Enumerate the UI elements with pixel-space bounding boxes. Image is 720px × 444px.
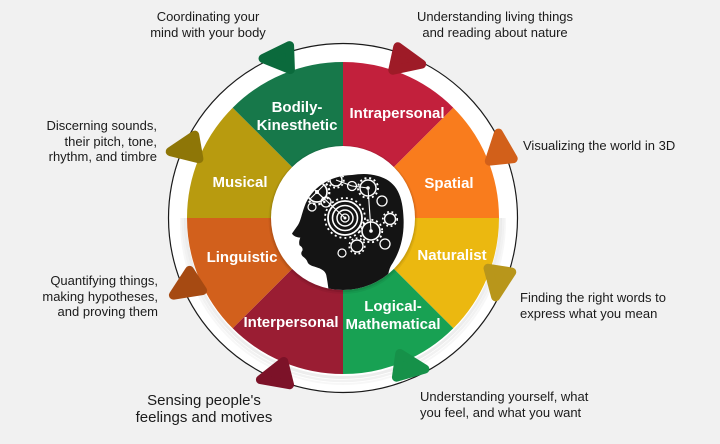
annotation-right: Visualizing the world in 3D: [523, 138, 676, 153]
wheel-segment-naturalist: [392, 218, 499, 329]
segment-label-logical-line2: Mathematical: [345, 316, 440, 333]
arrow-icon-musical: [165, 130, 204, 164]
annotation-bottom-left: Sensing people's feelings and motives: [135, 392, 273, 426]
wheel-segment-intrapersonal: [343, 62, 454, 169]
annotation-top-left: Coordinating your mind with your body: [150, 9, 266, 40]
annotation-right-lower: Finding the right words to express what …: [520, 290, 666, 321]
annotation-left-lower: Quantifying things, making hypotheses, a…: [42, 273, 158, 319]
arrow-icon-intrapersonal: [388, 42, 427, 75]
wheel-shadow: [181, 218, 505, 383]
segment-label-bodily-line1: Bodily-: [272, 99, 323, 116]
wheel-segment-musical: [187, 107, 294, 218]
annotation-left-upper: Discerning sounds, their pitch, tone, rh…: [46, 118, 157, 164]
segment-label-spatial: Spatial: [424, 175, 473, 192]
segment-label-musical: Musical: [212, 174, 267, 191]
segment-arrows: [165, 41, 518, 390]
segment-labels: Intrapersonal Spatial Naturalist Logical…: [207, 99, 487, 333]
wheel-segments: [187, 62, 500, 374]
arrow-icon-interpersonal: [255, 356, 295, 390]
wheel-segment-bodily-kinesthetic: [232, 62, 343, 169]
arrow-icon-bodily-kinesthetic: [258, 41, 295, 75]
arrow-icon-linguistic: [168, 265, 208, 300]
annotation-top-right: Understanding living things and reading …: [416, 9, 574, 40]
arrow-icon-spatial: [484, 128, 518, 166]
segment-label-naturalist: Naturalist: [417, 247, 486, 264]
segment-label-bodily-line2: Kinesthetic: [257, 117, 338, 134]
wheel-segment-logical-mathematical: [343, 267, 454, 374]
arrow-icon-naturalist: [483, 263, 517, 302]
segment-label-logical-line1: Logical-: [364, 298, 422, 315]
wheel-segment-interpersonal: [232, 267, 343, 374]
segment-label-interpersonal: Interpersonal: [243, 314, 338, 331]
brain-gears-icon: [303, 173, 399, 258]
center-graphic: [268, 145, 418, 294]
wheel-segment-linguistic: [187, 218, 294, 329]
arrow-icon-logical-mathematical: [391, 348, 430, 382]
annotation-bottom-right: Understanding yourself, what you feel, a…: [420, 389, 589, 420]
wheel-segment-spatial: [392, 107, 500, 218]
segment-label-intrapersonal: Intrapersonal: [349, 105, 444, 122]
segment-label-linguistic: Linguistic: [207, 249, 278, 266]
